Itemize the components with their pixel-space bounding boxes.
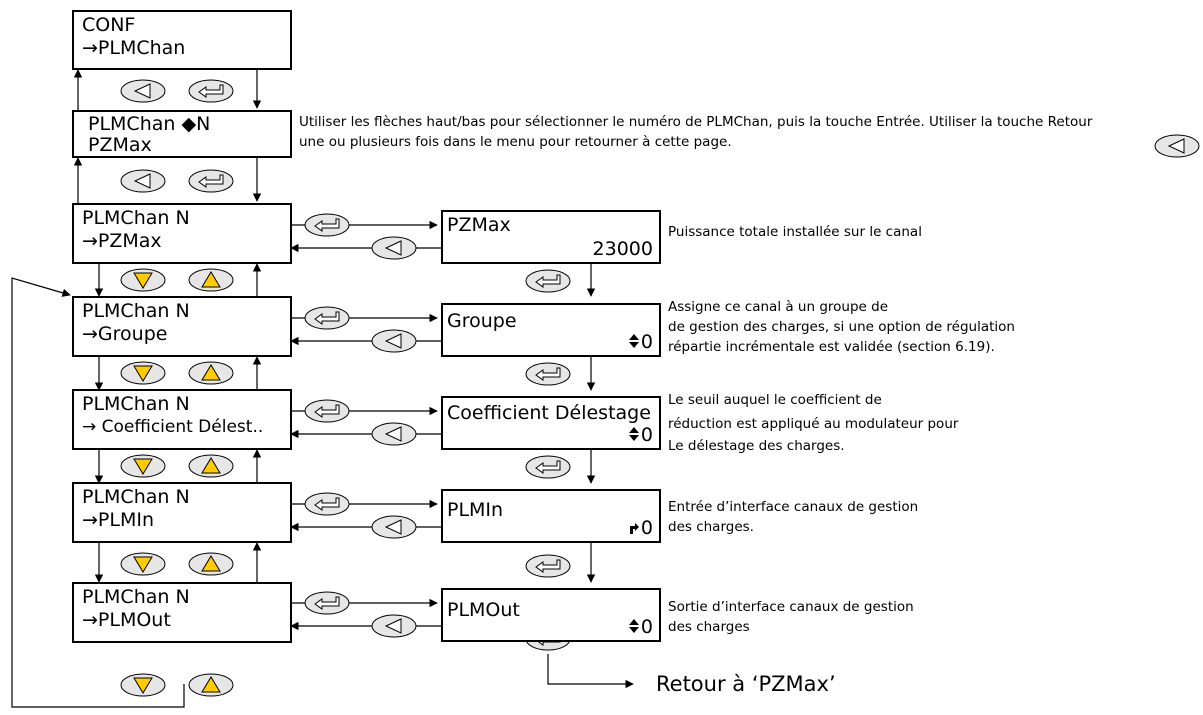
menu-item-pzmax[interactable]: PLMChan N →PZMax — [72, 203, 292, 264]
channel-label: PLMChan N — [82, 393, 190, 415]
param-plmin[interactable]: PLMIn 0 — [441, 489, 661, 543]
note-groupe-line: de gestion des charges, si une option de… — [668, 319, 1015, 335]
enter-key-icon[interactable] — [525, 554, 571, 578]
channel-label: PLMChan N — [82, 207, 190, 229]
back-key-icon[interactable] — [120, 79, 166, 103]
up-key-icon[interactable] — [188, 361, 234, 385]
note-groupe-line: répartie incrémentale est validée (secti… — [668, 339, 995, 355]
conf-display: CONF →PLMChan — [72, 10, 292, 70]
channel-select-display: PLMChan ◆N PZMax — [72, 110, 292, 158]
menu-item-label: → Coefficient Délest.. — [82, 417, 264, 437]
channel-label: PLMChan N — [82, 486, 190, 508]
return-label: Retour à ‘PZMax’ — [656, 672, 836, 696]
return-connector — [547, 654, 634, 689]
wired-input-icon — [629, 523, 639, 534]
note-plmin-line: Entrée d’interface canaux de gestion — [668, 499, 919, 515]
param-value: 0 — [640, 616, 653, 638]
menu-item-label: →PLMIn — [82, 509, 155, 531]
param-value: 0 — [640, 424, 653, 446]
back-key-icon[interactable] — [371, 422, 417, 446]
enter-key-icon[interactable] — [525, 455, 571, 479]
back-key-icon[interactable] — [371, 236, 417, 260]
enter-key-icon[interactable] — [304, 399, 350, 423]
back-key-icon[interactable] — [1154, 134, 1200, 158]
down-key-icon[interactable] — [120, 454, 166, 478]
param-name: PZMax — [447, 214, 511, 236]
param-value-group: 0 — [628, 425, 653, 445]
note-coefficient-line: réduction est appliqué au modulateur pou… — [668, 416, 959, 432]
note-coefficient-line: Le seuil auquel le coefficient de — [668, 392, 882, 408]
menu-item-plmout[interactable]: PLMChan N →PLMOut — [72, 582, 292, 643]
param-plmout[interactable]: PLMOut 0 — [441, 588, 661, 642]
down-key-icon[interactable] — [120, 268, 166, 292]
back-key-icon[interactable] — [371, 329, 417, 353]
param-name: Groupe — [447, 310, 517, 332]
param-pzmax[interactable]: PZMax 23000 — [441, 210, 661, 264]
conf-title: CONF — [82, 14, 136, 36]
param-value-group: 0 — [628, 617, 653, 637]
channel-label: PLMChan N — [82, 586, 190, 608]
enter-key-icon[interactable] — [304, 492, 350, 516]
menu-item-coefficient[interactable]: PLMChan N → Coefficient Délest.. — [72, 389, 292, 450]
up-key-icon[interactable] — [188, 552, 234, 576]
instruction-line-2: une ou plusieurs fois dans le menu pour … — [299, 134, 732, 150]
note-plmout-line: des charges — [668, 619, 750, 635]
param-value: 0 — [640, 331, 653, 353]
enter-key-icon[interactable] — [525, 362, 571, 386]
menu-item-plmin[interactable]: PLMChan N →PLMIn — [72, 482, 292, 543]
down-key-icon[interactable] — [120, 673, 166, 697]
updown-arrows-icon — [628, 334, 639, 348]
up-key-icon[interactable] — [188, 268, 234, 292]
loop-back-connector — [11, 277, 185, 708]
menu-item-groupe[interactable]: PLMChan N →Groupe — [72, 296, 292, 357]
param-value-group: 0 — [628, 518, 653, 538]
param-value-group: 0 — [628, 332, 653, 352]
param-name: PLMOut — [447, 599, 520, 621]
param-value: 0 — [640, 517, 653, 539]
param-value: 23000 — [592, 238, 653, 260]
enter-key-icon[interactable] — [304, 306, 350, 330]
menu-item-label: →PZMax — [82, 230, 162, 252]
channel-label: PLMChan N — [82, 300, 190, 322]
enter-key-icon[interactable] — [525, 269, 571, 293]
note-coefficient-line: Le délestage des charges. — [668, 438, 845, 454]
enter-key-icon[interactable] — [304, 591, 350, 615]
updown-arrows-icon — [628, 427, 639, 441]
channel-select-title: PLMChan ◆N — [88, 113, 211, 135]
enter-key-icon[interactable] — [304, 213, 350, 237]
note-pzmax: Puissance totale installée sur le canal — [668, 224, 922, 240]
note-plmout-line: Sortie d’interface canaux de gestion — [668, 599, 914, 615]
updown-arrows-icon — [628, 619, 639, 633]
back-key-icon[interactable] — [120, 169, 166, 193]
channel-select-subtitle: PZMax — [88, 134, 152, 156]
enter-key-icon[interactable] — [188, 169, 234, 193]
note-groupe-line: Assigne ce canal à un groupe de — [668, 299, 889, 315]
back-key-icon[interactable] — [371, 515, 417, 539]
back-key-icon[interactable] — [371, 614, 417, 638]
param-name: Coefficient Délestage — [447, 402, 651, 424]
up-key-icon[interactable] — [188, 454, 234, 478]
menu-item-label: →PLMOut — [82, 609, 171, 631]
param-name: PLMIn — [447, 499, 504, 521]
down-key-icon[interactable] — [120, 552, 166, 576]
down-key-icon[interactable] — [120, 361, 166, 385]
up-key-icon[interactable] — [188, 673, 234, 697]
enter-key-icon[interactable] — [188, 79, 234, 103]
param-groupe[interactable]: Groupe 0 — [441, 303, 661, 357]
conf-selection: →PLMChan — [82, 37, 186, 59]
param-coefficient[interactable]: Coefficient Délestage 0 — [441, 396, 661, 450]
instruction-line-1: Utiliser les flèches haut/bas pour sélec… — [299, 114, 1093, 130]
menu-item-label: →Groupe — [82, 323, 168, 345]
note-plmin-line: des charges. — [668, 519, 754, 535]
